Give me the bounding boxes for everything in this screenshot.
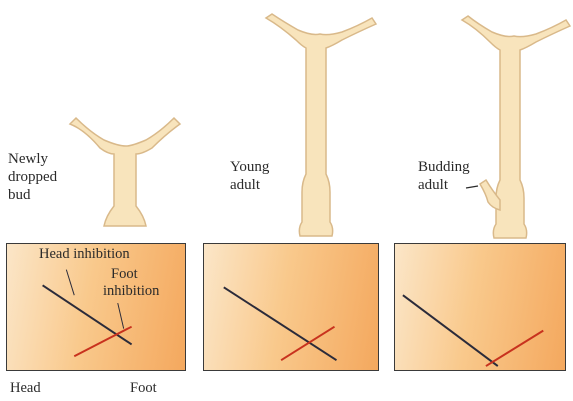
gradient-lines-budding-adult bbox=[395, 244, 565, 370]
hydra-budding-adult-illustration bbox=[458, 12, 573, 242]
gradient-lines-young-adult bbox=[204, 244, 378, 370]
stage-label-line: dropped bbox=[8, 168, 57, 186]
foot-inhibition-leader bbox=[118, 303, 124, 329]
head-inhibition-label: Head inhibition bbox=[39, 246, 130, 263]
axis-label-foot: Foot bbox=[130, 380, 157, 397]
stage-label-newly-dropped-bud: Newly dropped bud bbox=[8, 150, 57, 204]
foot-inhibition-line bbox=[281, 327, 334, 360]
foot-inhibition-line bbox=[486, 331, 543, 366]
hydra-young-adult-illustration bbox=[262, 12, 380, 240]
gradient-panel-budding-adult bbox=[394, 243, 566, 371]
head-inhibition-leader bbox=[66, 270, 74, 296]
stage-label-line: bud bbox=[8, 186, 57, 204]
axis-label-head: Head bbox=[10, 380, 41, 397]
gradient-panel-young-adult bbox=[203, 243, 379, 371]
stage-label-line: Newly bbox=[8, 150, 57, 168]
head-inhibition-line bbox=[403, 295, 498, 366]
foot-inhibition-label-line: inhibition bbox=[103, 283, 159, 300]
foot-inhibition-label: Foot inhibition bbox=[103, 266, 159, 300]
foot-inhibition-label-line: Foot bbox=[103, 266, 159, 283]
foot-inhibition-line bbox=[74, 327, 131, 357]
head-inhibition-line bbox=[224, 287, 337, 360]
gradient-panel-bud: Head inhibition Foot inhibition bbox=[6, 243, 186, 371]
hydra-bud-illustration bbox=[60, 110, 190, 235]
